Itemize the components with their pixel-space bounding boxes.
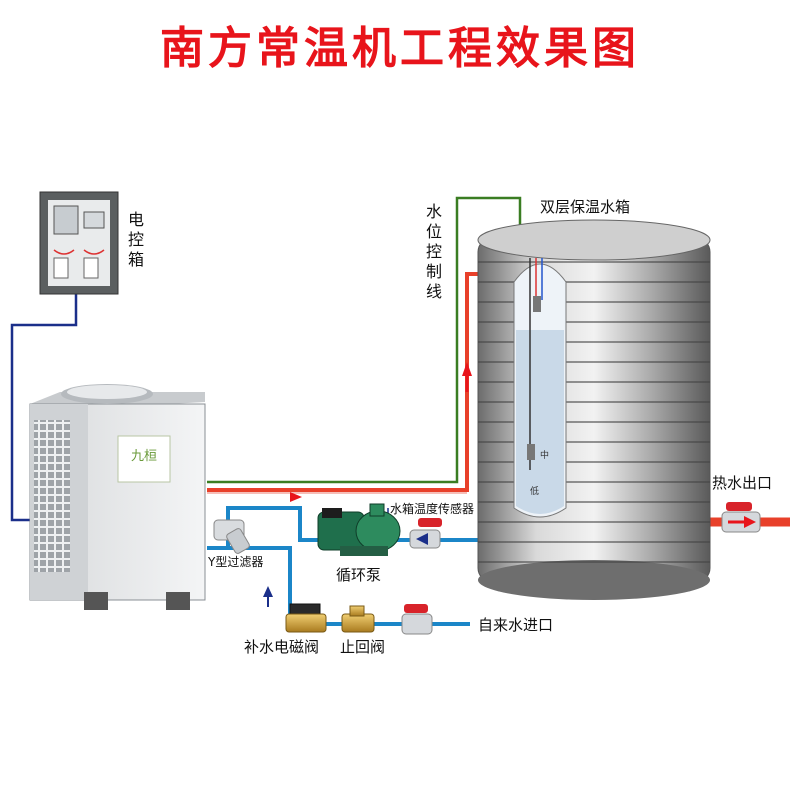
tank-label: 双层保温水箱 (540, 198, 631, 216)
level-low-label: 低 (530, 485, 539, 497)
power-wire (10, 292, 78, 522)
return-ball-valve (409, 518, 442, 549)
control-box-label: 电控箱 (128, 210, 145, 269)
flow-arrow-right-hot (290, 492, 302, 502)
tank-temp-sensor-label: 水箱温度传感器 (390, 502, 475, 516)
makeup-solenoid-valve (285, 603, 327, 633)
check-valve-label: 止回阀 (340, 638, 386, 656)
electrical-control-box (39, 191, 119, 295)
page-title: 南方常温机工程效果图 (160, 23, 640, 74)
heat-pump-unit: 九桓 (29, 384, 206, 610)
circulation-pump-label: 循环泵 (336, 566, 382, 584)
check-valve (341, 605, 375, 633)
insulated-water-tank: 中 低 (477, 219, 711, 600)
unit-brand: 九桓 (131, 449, 157, 464)
flow-arrow-up-cold (263, 586, 273, 597)
y-filter (213, 519, 250, 554)
hot-outlet-ball-valve (721, 502, 761, 533)
makeup-solenoid-valve-label: 补水电磁阀 (244, 638, 320, 656)
hot-water-outlet-label: 热水出口 (712, 474, 773, 492)
water-level-control-wire (207, 196, 522, 484)
makeup-pipe (228, 546, 470, 626)
level-mid-label: 中 (540, 449, 549, 461)
inlet-ball-valve (401, 604, 433, 635)
y-filter-label: Y型过滤器 (208, 555, 264, 569)
hot-supply-pipe (207, 272, 492, 492)
circulation-pump (317, 503, 401, 556)
flow-arrow-up-hot (462, 362, 472, 376)
tap-water-inlet-label: 自来水进口 (478, 616, 554, 634)
water-level-line-label: 水位控制线 (426, 202, 443, 301)
